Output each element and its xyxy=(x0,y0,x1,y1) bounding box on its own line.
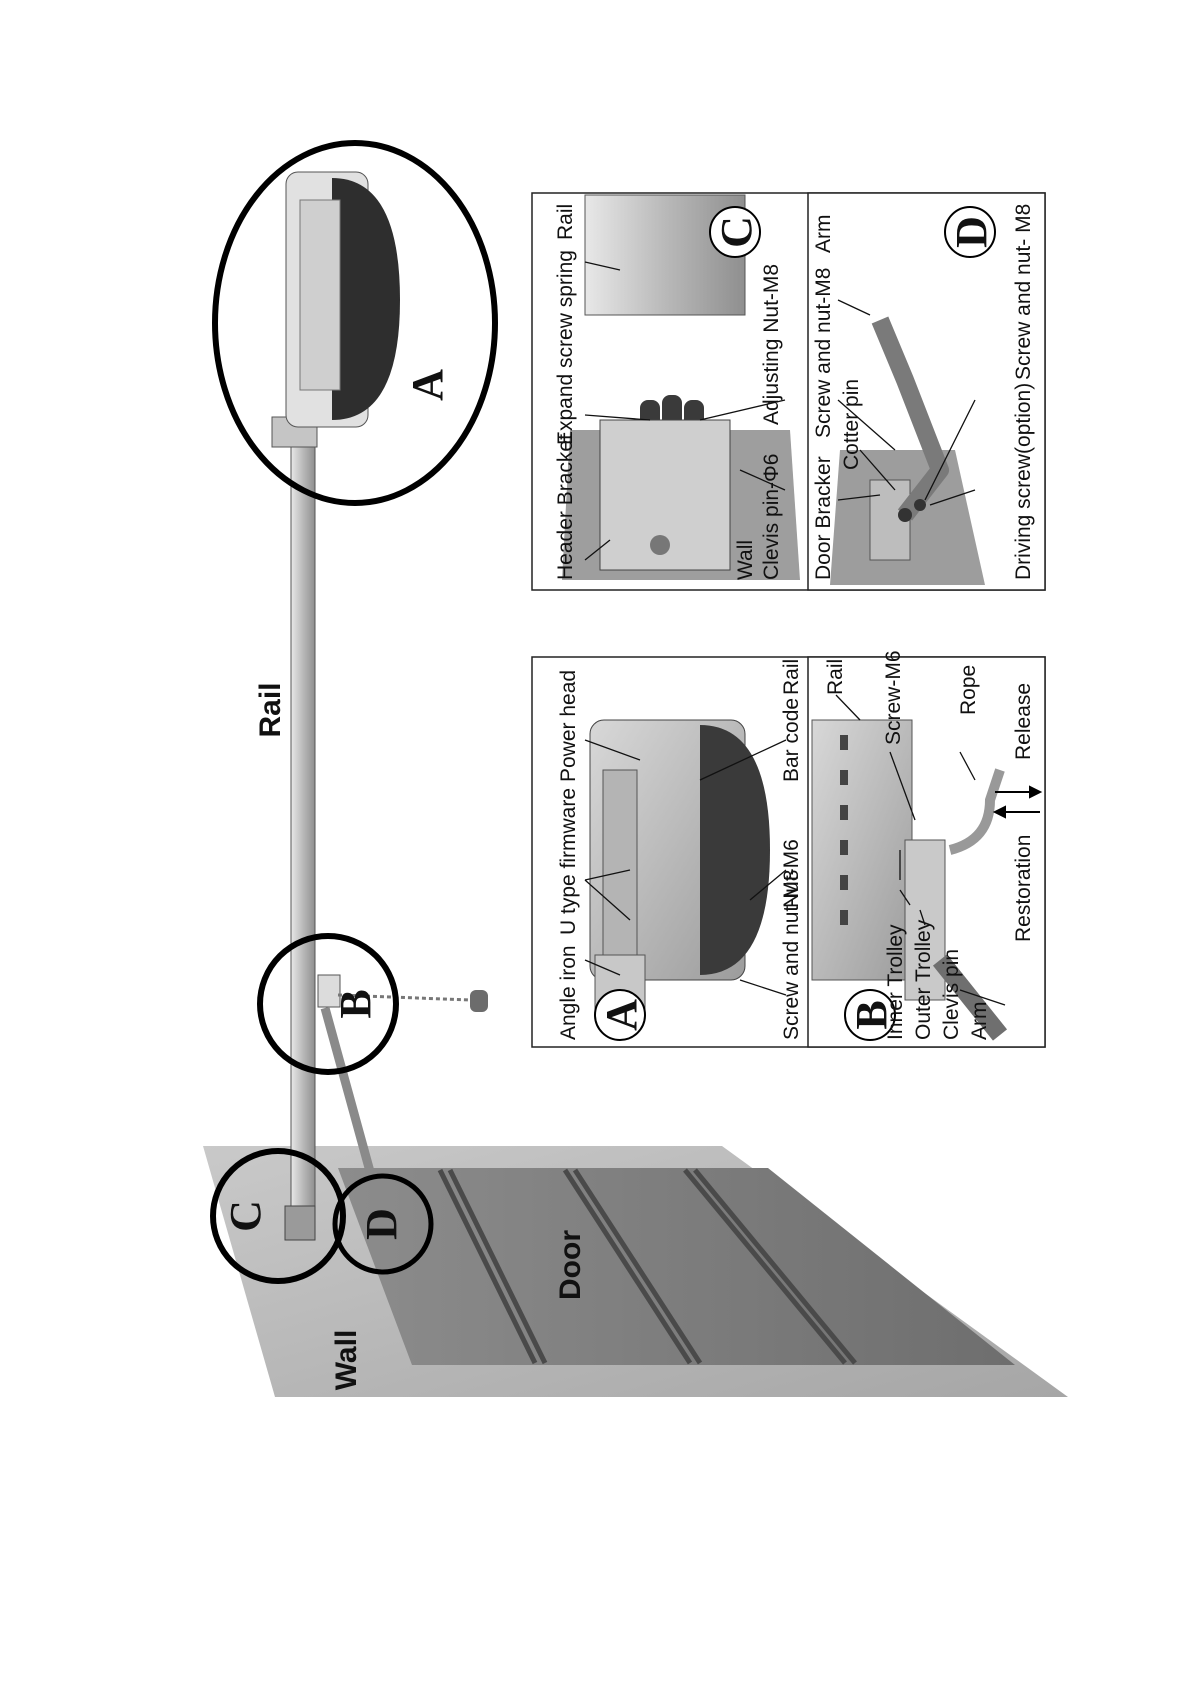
label-arm-d: Arm xyxy=(812,215,835,254)
label-screw-nut-m8-bottom: Screw and nut- M8 xyxy=(1012,204,1035,380)
panel-d: D Door Bracker Screw and nut-M8 Arm Cott… xyxy=(807,192,1046,591)
callout-a-circle xyxy=(212,140,498,506)
label-cotter-pin: Cotter pin xyxy=(840,379,863,470)
power-head xyxy=(285,171,400,428)
label-clevis-pin-phi6: Clevis pin-Φ6 xyxy=(760,454,783,580)
label-arm-b: Arm xyxy=(968,1002,991,1041)
label-expand-screw-spring: Expand screw spring xyxy=(554,250,577,445)
label-rail-c: Rail xyxy=(554,204,577,240)
door-grooves xyxy=(437,1168,857,1365)
label-screw-nut-m8-top: Screw and nut-M8 xyxy=(812,268,835,438)
panel-a-badge xyxy=(594,989,646,1041)
door-arm xyxy=(320,1006,390,1228)
label-rope: Rope xyxy=(957,665,980,715)
callout-d-circle xyxy=(332,1173,434,1275)
label-release: Release xyxy=(1012,683,1035,760)
wall-label: Wall xyxy=(330,1330,363,1391)
panel-b-arm xyxy=(932,954,1008,1041)
label-rail-b: Rail xyxy=(824,659,847,695)
panel-b-trolley-photo xyxy=(904,839,946,1001)
label-nut-m6: Nut-M6 xyxy=(780,839,803,908)
callout-c-circle xyxy=(210,1148,346,1284)
panel-b-badge xyxy=(844,989,896,1041)
callout-b-letter: B xyxy=(331,989,380,1018)
label-adjusting-nut-m8: Adjusting Nut-M8 xyxy=(760,264,783,425)
panel-d-arm xyxy=(871,316,949,521)
panel-c-badge xyxy=(709,206,761,258)
label-screw-m6: Screw-M6 xyxy=(882,650,905,745)
rail-label: Rail xyxy=(254,682,287,737)
callout-d-letter: D xyxy=(357,1208,406,1240)
callout-a-letter: A xyxy=(403,369,452,401)
label-inner-trolley: Inner Trolley xyxy=(884,924,907,1040)
panel-b-rail-photo xyxy=(811,719,913,981)
label-u-type-firmware: U type firmware xyxy=(557,788,580,935)
door-label: Door xyxy=(554,1230,587,1300)
label-outer-trolley: Outer Trolley xyxy=(912,919,935,1040)
panel-d-letter: D xyxy=(947,216,996,248)
label-bar-code: Bar code xyxy=(780,698,803,782)
main-diagram: A B C D Wall Door Rail xyxy=(203,140,1068,1397)
label-clevis-pin: Clevis pin xyxy=(940,949,963,1040)
label-wall-c: Wall xyxy=(734,540,757,580)
label-restoration: Restoration xyxy=(1012,835,1035,942)
callout-c-letter: C xyxy=(221,1200,270,1232)
label-door-bracker: Door Bracker xyxy=(812,456,835,580)
door-panel xyxy=(338,1168,1015,1365)
label-header-bracket: Header Bracket xyxy=(554,434,577,580)
panel-a-letter: A xyxy=(597,999,646,1031)
panel-c-letter: C xyxy=(712,216,761,248)
panel-d-badge xyxy=(944,206,996,258)
release-rope xyxy=(337,993,471,1002)
label-screw-nut-m8: Screw and nut-M8 xyxy=(780,870,803,1040)
rail xyxy=(290,419,316,1211)
panel-b-letter: B xyxy=(847,1000,896,1029)
header-bracket xyxy=(284,1205,316,1241)
label-rail-a: Rail xyxy=(780,659,803,695)
release-handle xyxy=(470,990,488,1012)
label-driving-screw: Driving screw(option) xyxy=(1012,383,1035,580)
callout-b-circle xyxy=(257,933,399,1075)
panel-b: B Rail Screw-M6 Rope Release Restoration… xyxy=(807,650,1046,1048)
label-angle-iron: Angle iron xyxy=(557,945,580,1040)
label-power-head: Power head xyxy=(557,670,580,782)
